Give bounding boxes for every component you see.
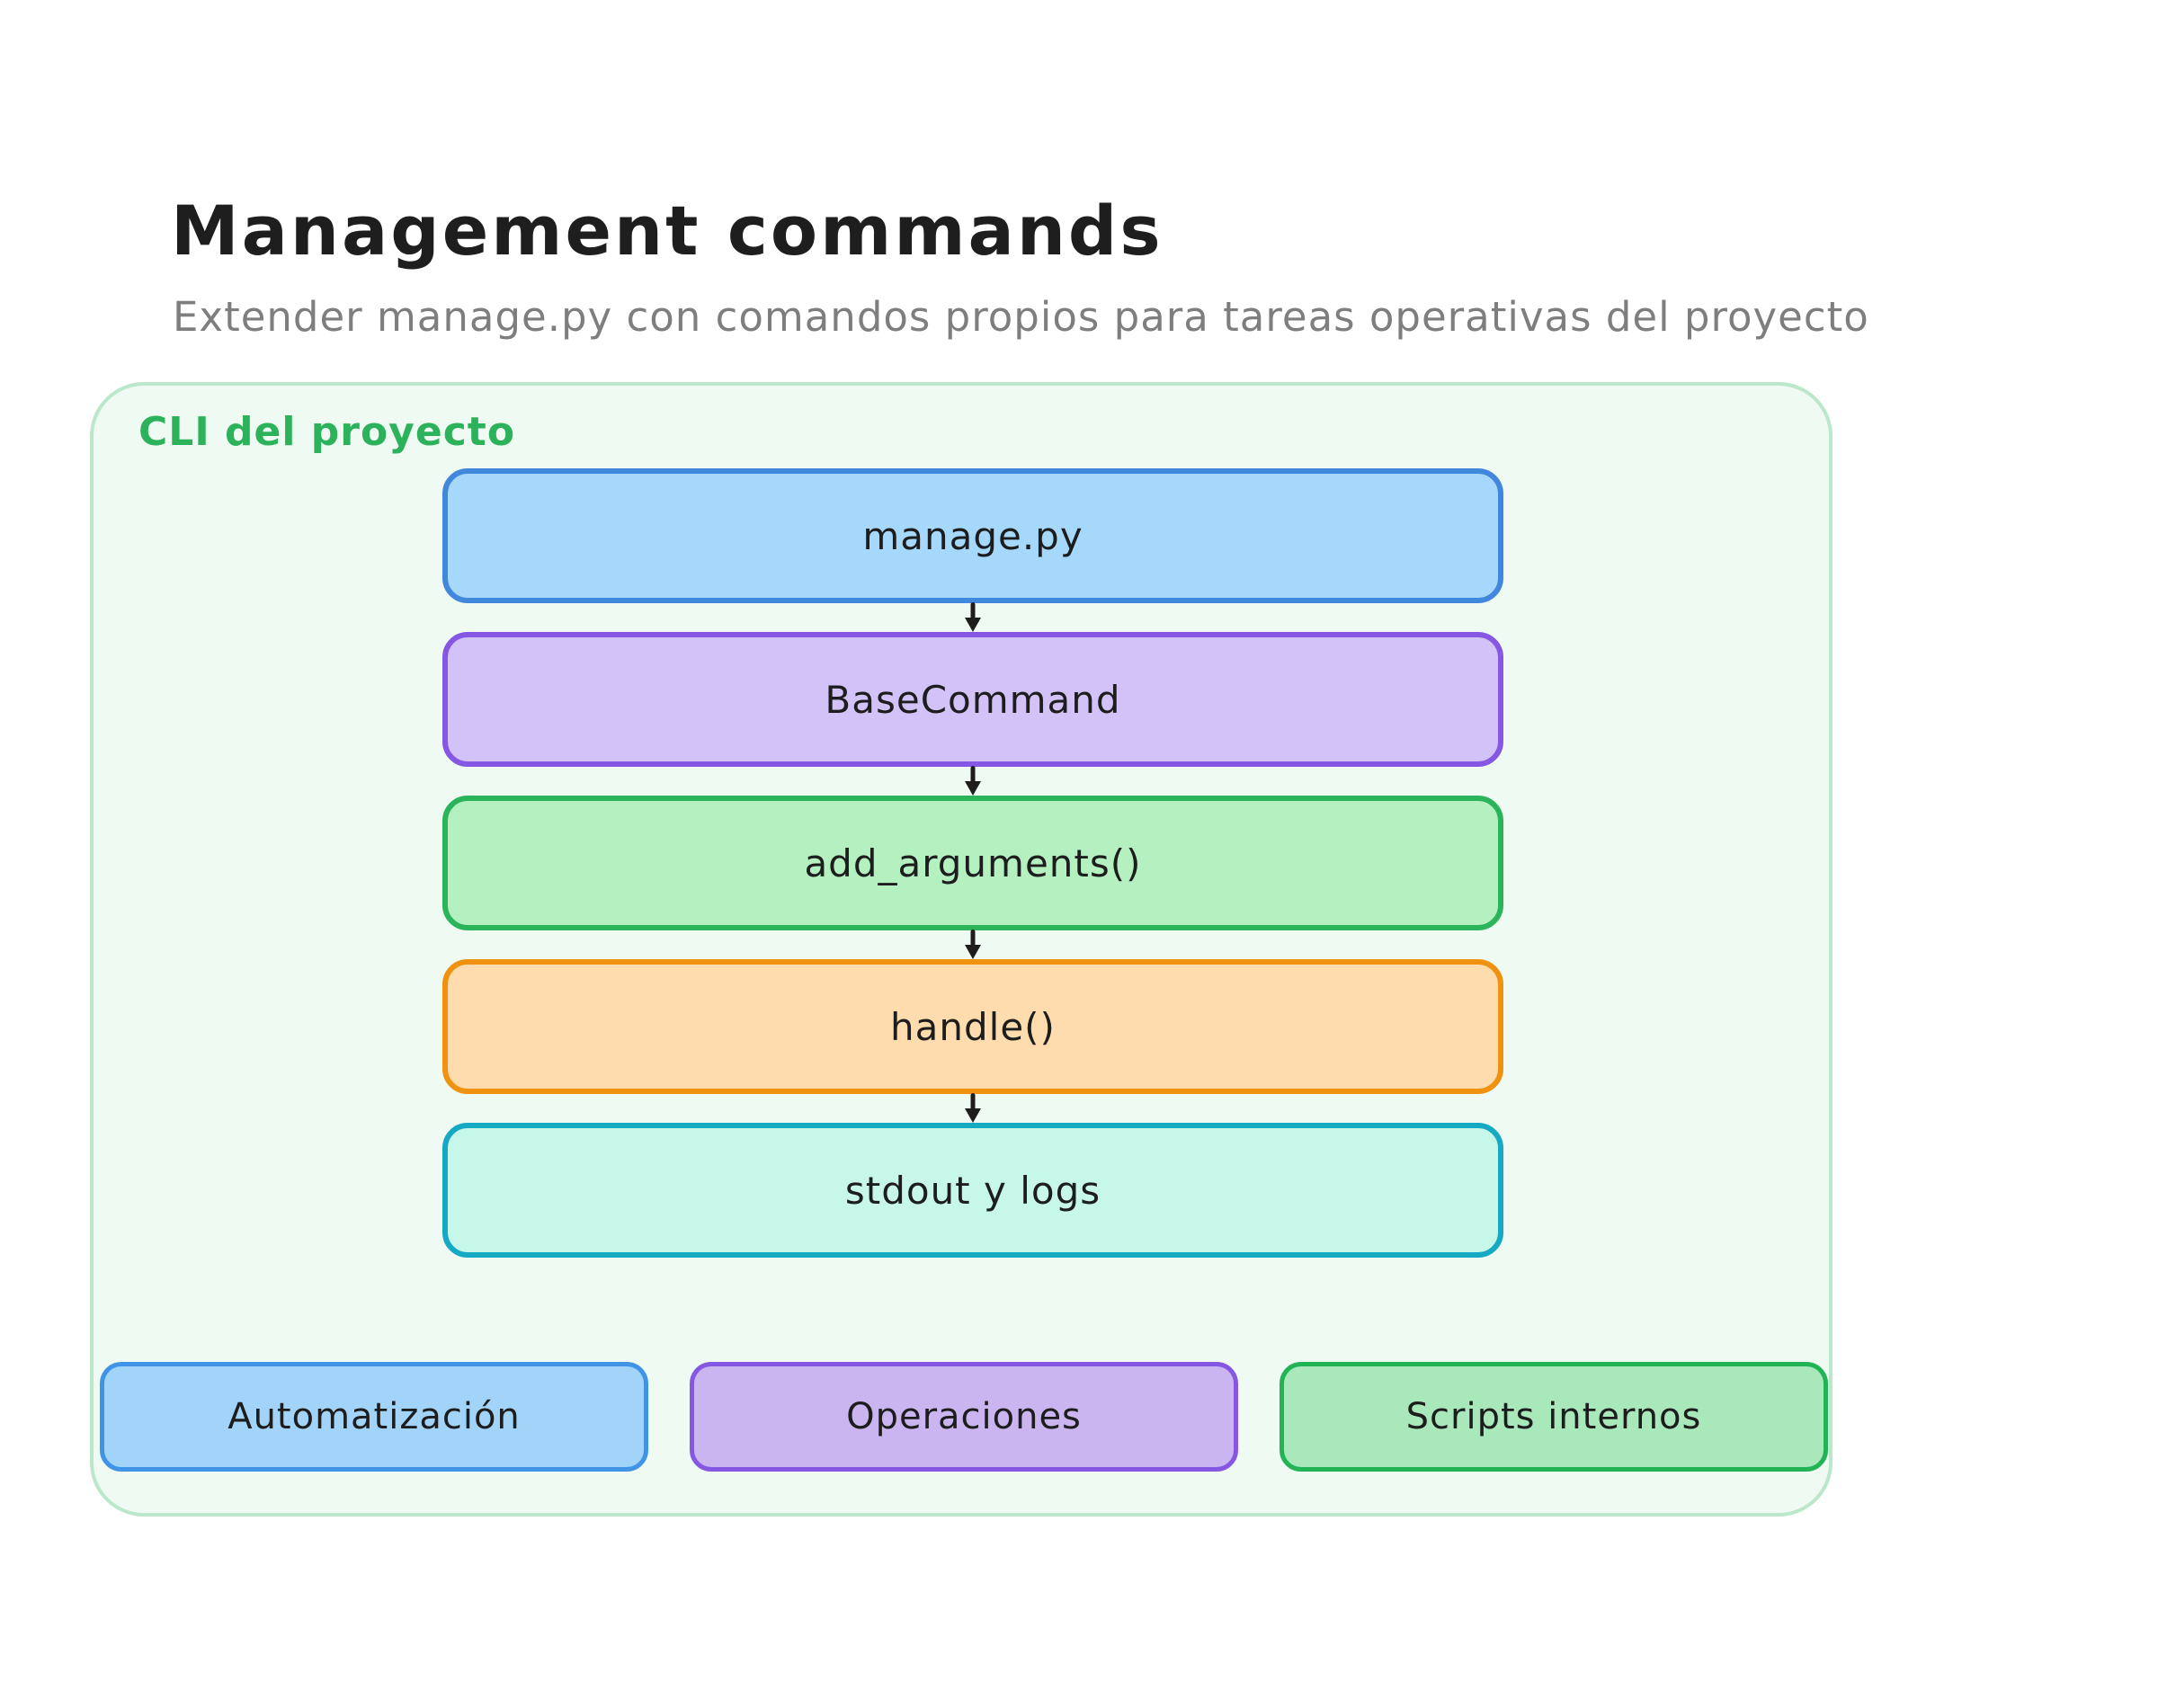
arrow-down-icon: [960, 602, 985, 632]
arrow-down-icon: [960, 930, 985, 959]
category-automatizacion-label: Automatización: [227, 1396, 521, 1437]
page-subtitle: Extender manage.py con comandos propios …: [173, 293, 1869, 341]
arrow-down-icon: [960, 1093, 985, 1123]
cli-proyecto-container: CLI del proyecto manage.py BaseCommand: [90, 382, 1833, 1517]
node-basecommand: BaseCommand: [442, 632, 1503, 767]
node-stdout-logs-label: stdout y logs: [844, 1168, 1101, 1213]
category-operaciones: Operaciones: [690, 1362, 1238, 1472]
category-operaciones-label: Operaciones: [846, 1396, 1082, 1437]
cli-proyecto-label: CLI del proyecto: [138, 409, 516, 455]
node-handle: handle(): [442, 959, 1503, 1094]
node-stdout-logs: stdout y logs: [442, 1123, 1503, 1258]
category-scripts-internos: Scripts internos: [1280, 1362, 1828, 1472]
arrow-down-icon: [960, 766, 985, 796]
node-manage-py: manage.py: [442, 468, 1503, 603]
category-scripts-internos-label: Scripts internos: [1405, 1396, 1702, 1437]
category-automatizacion: Automatización: [100, 1362, 648, 1472]
node-handle-label: handle(): [890, 1004, 1056, 1049]
flow-stack: manage.py BaseCommand add_arguments(): [442, 468, 1503, 1258]
page-title: Management commands: [171, 191, 1164, 271]
category-row: Automatización Operaciones Scripts inter…: [100, 1362, 1828, 1472]
node-add-arguments-label: add_arguments(): [804, 841, 1142, 885]
node-manage-py-label: manage.py: [862, 513, 1083, 558]
node-add-arguments: add_arguments(): [442, 796, 1503, 930]
node-basecommand-label: BaseCommand: [825, 677, 1121, 722]
